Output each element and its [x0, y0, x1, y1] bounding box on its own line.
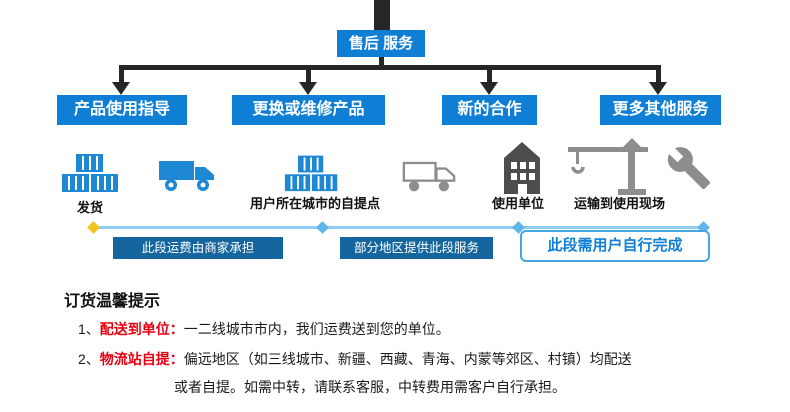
tip-item-1: 1、配送到单位：一二线城市市内，我们运费送到您的单位。 [78, 319, 450, 339]
tip-text: 一二线城市市内，我们运费送到您的单位。 [183, 321, 450, 337]
arrow-down-icon [299, 82, 317, 95]
branch-drop-4 [656, 65, 661, 82]
arrow-down-icon [649, 82, 667, 95]
horizontal-connector [120, 65, 660, 70]
root-drop-connector [379, 57, 384, 66]
segment-label-merchant-paid: 此段运费由商家承担 [113, 237, 283, 259]
tip-text: 偏远地区（如三线城市、新疆、西藏、青海、内蒙等郊区、村镇）均配送 [183, 351, 632, 367]
station-label-using-unit: 使用单位 [492, 196, 545, 211]
tip-number: 2、 [78, 351, 100, 367]
station-label-pickup-point: 用户所在城市的自提点 [250, 196, 381, 211]
branch-drop-3 [487, 65, 492, 82]
tip-item-2-continued: 或者自提。如需中转，请联系客服，中转费用需客户自行承担。 [174, 377, 566, 397]
timeline-marker-icon [87, 221, 100, 234]
cargo-boxes-icon [60, 148, 122, 199]
tip-number: 1、 [78, 321, 100, 337]
top-stem-connector [374, 0, 390, 30]
segment-label-user-self-complete: 此段需用户自行完成 [520, 230, 710, 262]
station-label-shipping: 发货 [76, 200, 103, 215]
truck-icon [158, 156, 216, 199]
branch-node-product-guidance: 产品使用指导 [57, 95, 187, 125]
segment-label-partial-service: 部分地区提供此段服务 [340, 237, 493, 259]
timeline-marker-icon [316, 221, 329, 234]
timeline-line [90, 226, 708, 229]
branch-drop-2 [306, 65, 311, 82]
arrow-down-icon [112, 82, 130, 95]
branch-node-replace-repair: 更换或维修产品 [232, 95, 385, 125]
branch-node-more-services: 更多其他服务 [600, 95, 721, 125]
tip-item-2: 2、物流站自提：偏远地区（如三线城市、新疆、西藏、青海、内蒙等郊区、村镇）均配送 [78, 349, 632, 369]
branch-drop-1 [119, 65, 124, 82]
tips-title: 订货温馨提示 [64, 293, 161, 310]
root-node: 售后 服务 [337, 30, 425, 57]
tip-highlight: 物流站自提： [99, 351, 184, 367]
wrench-icon [666, 144, 712, 197]
tip-highlight: 配送到单位： [99, 321, 184, 337]
building-icon [499, 142, 545, 199]
arrow-down-icon [480, 82, 498, 95]
cargo-boxes-icon [283, 150, 341, 198]
branch-node-new-cooperation: 新的合作 [442, 95, 537, 125]
tip-text: 或者自提。如需中转，请联系客服，中转费用需客户自行承担。 [174, 379, 566, 395]
crane-icon [566, 138, 656, 201]
truck-outline-icon [402, 158, 456, 199]
station-label-transport-to-site: 运输到使用现场 [574, 196, 666, 211]
